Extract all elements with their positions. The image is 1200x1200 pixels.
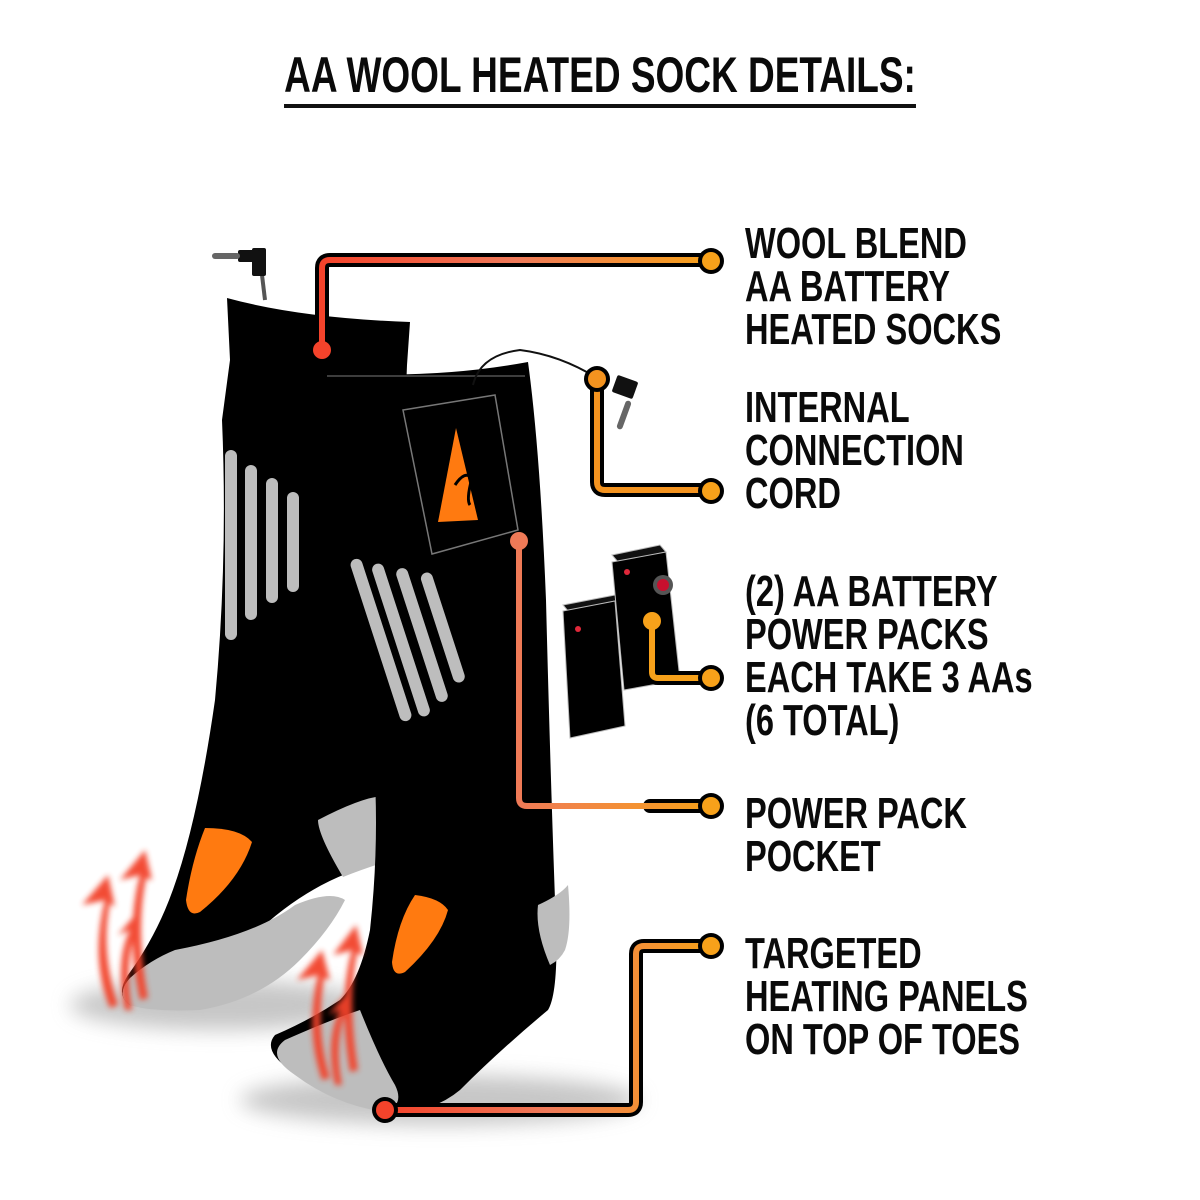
power-packs-icon bbox=[562, 544, 681, 739]
callout-line-packs bbox=[643, 612, 724, 691]
cord-plug-icon bbox=[472, 348, 638, 430]
callout-line-cord bbox=[584, 366, 724, 504]
callout-line-panels bbox=[372, 933, 724, 1123]
callout-line-socks bbox=[313, 248, 724, 359]
callout-text-panels: TARGETED HEATING PANELS ON TOP OF TOES bbox=[745, 929, 1028, 1064]
callout-text-packs: (2) AA BATTERY POWER PACKS EACH TAKE 3 A… bbox=[745, 567, 1033, 745]
page-title: AA WOOL HEATED SOCK DETAILS: bbox=[156, 46, 1044, 108]
callout-text-cord: INTERNAL CONNECTION CORD bbox=[745, 383, 964, 518]
heat-arrows-icon bbox=[82, 850, 363, 1085]
callout-text-pocket: POWER PACK POCKET bbox=[745, 789, 967, 881]
callout-line-pocket bbox=[510, 532, 724, 819]
pocket-outline bbox=[402, 394, 519, 555]
callout-text-socks: WOOL BLEND AA BATTERY HEATED SOCKS bbox=[745, 219, 1002, 354]
left-plug-icon bbox=[212, 248, 267, 301]
